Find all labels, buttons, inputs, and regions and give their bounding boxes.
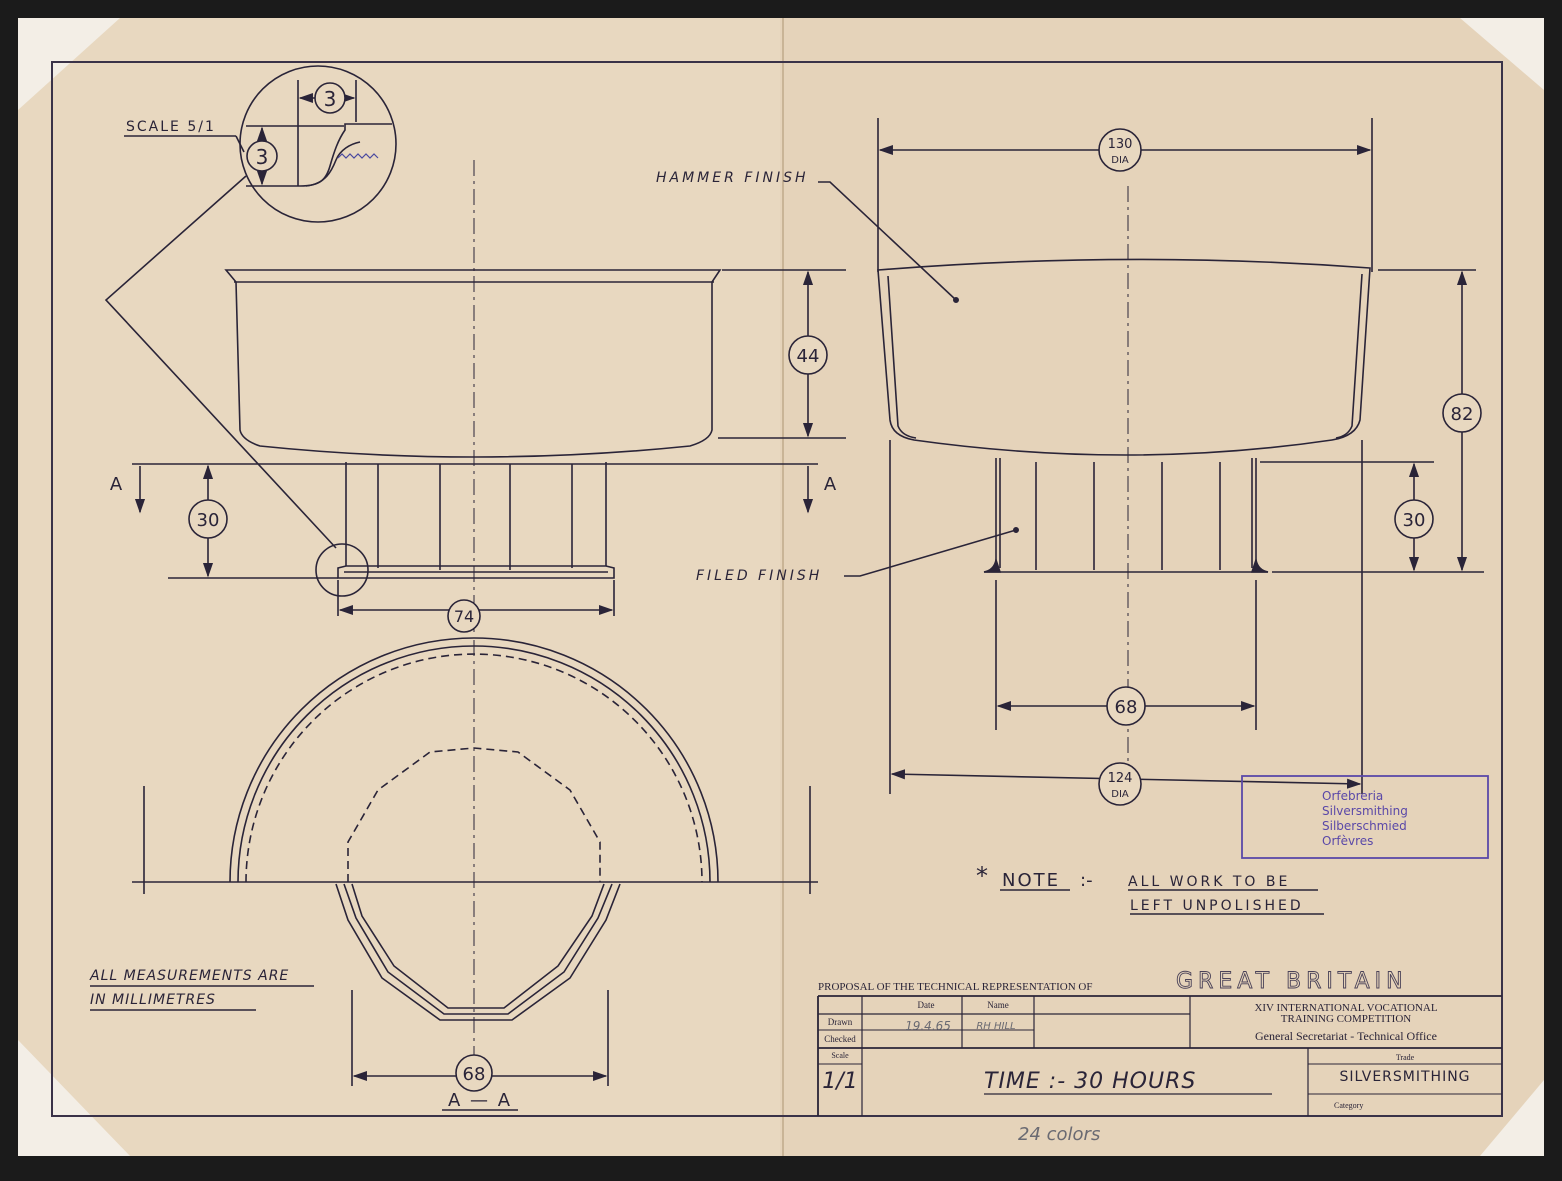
- section-label: A — A: [448, 1090, 512, 1111]
- corner-mount: [1460, 18, 1544, 90]
- border-frame: [51, 61, 1503, 1117]
- detail-leader: [104, 175, 337, 549]
- dim-68-right-label: 68: [1115, 697, 1138, 718]
- bubble-74: [447, 599, 481, 633]
- dim-68-plan-label: 68: [463, 1064, 486, 1085]
- hammer-finish-label: HAMMER FINISH: [656, 170, 808, 186]
- dim-130-unit: DIA: [1111, 155, 1129, 166]
- filed-finish-leader: [844, 529, 1017, 577]
- dim-30-left-label: 30: [197, 510, 220, 531]
- note-label: NOTE: [1002, 870, 1060, 891]
- date-header: Date: [918, 1000, 935, 1010]
- detail-dim-width: 3: [324, 87, 337, 111]
- foot-base: [337, 565, 615, 579]
- office: General Secretariat - Technical Office: [1255, 1029, 1437, 1043]
- detail-target-circle: [315, 543, 369, 597]
- plan-foot-polygon: [335, 883, 621, 1021]
- dim-82-label: 82: [1451, 404, 1474, 425]
- competition-line1: XIV INTERNATIONAL VOCATIONAL: [1254, 1002, 1437, 1014]
- foot-fillet: [983, 556, 1269, 573]
- measurements-line2: IN MILLIMETRES: [90, 992, 216, 1008]
- category-label: Category: [1334, 1101, 1363, 1110]
- bubble-124: [1098, 762, 1142, 806]
- filed-finish-dot: [1012, 526, 1019, 533]
- bowl-outline-left: [224, 269, 722, 458]
- scale-value: 1/1: [822, 1069, 857, 1094]
- detail-dim-height: 3: [256, 145, 269, 169]
- corner-mount: [18, 1040, 130, 1156]
- bubble-3-left: [246, 140, 278, 172]
- bubble-3-top: [314, 82, 346, 114]
- scale-header: Scale: [831, 1051, 849, 1060]
- hammer-finish-leader: [818, 181, 957, 301]
- country: GREAT BRITAIN: [1176, 969, 1408, 994]
- measurements-line1: ALL MEASUREMENTS ARE: [89, 968, 289, 984]
- bubble-44: [788, 335, 828, 375]
- bubble-30-left: [188, 499, 228, 539]
- detail-profile-inner: [305, 141, 361, 187]
- stamp-line-3: Orfèvres: [1322, 834, 1373, 848]
- proposal-label: PROPOSAL OF THE TECHNICAL REPRESENTATION…: [818, 981, 1092, 993]
- checked-label: Checked: [824, 1034, 856, 1044]
- note-line1: ALL WORK TO BE: [1128, 874, 1290, 890]
- drawn-name: RH HILL: [976, 1021, 1015, 1032]
- scale-label-leader: [235, 135, 245, 153]
- time-label: TIME :- 30 HOURS: [984, 1069, 1196, 1094]
- bowl-outline-right: [877, 258, 1371, 456]
- bubble-68-plan: [455, 1054, 493, 1092]
- dim-124-unit: DIA: [1111, 789, 1129, 800]
- note-dash: :-: [1080, 870, 1093, 891]
- trade-header: Trade: [1396, 1053, 1415, 1062]
- stamp-line-0: Orfebreria: [1322, 789, 1383, 803]
- title-block: [817, 995, 1502, 1116]
- competition-line2: TRAINING COMPETITION: [1281, 1013, 1412, 1025]
- section-marker-left: A: [110, 474, 123, 495]
- note-star: *: [976, 862, 988, 890]
- corner-mount: [18, 18, 120, 110]
- bubble-82: [1442, 393, 1482, 433]
- name-header: Name: [987, 1000, 1009, 1010]
- pencil-note: 24 colors: [1018, 1124, 1100, 1145]
- filed-finish-label: FILED FINISH: [696, 568, 822, 584]
- stamp-line-1: Silversmithing: [1322, 804, 1408, 818]
- bubble-30-right: [1394, 499, 1434, 539]
- section-marker-right: A: [824, 474, 837, 495]
- dim-124-label: 124: [1108, 771, 1133, 786]
- note-line2: LEFT UNPOLISHED: [1130, 898, 1304, 914]
- stamp-line-2: Silberschmied: [1322, 819, 1407, 833]
- dim-74-label: 74: [454, 607, 474, 626]
- bowl-wall-inner: [887, 273, 1363, 439]
- dim-30-right-label: 30: [1403, 510, 1426, 531]
- drawn-date: 19.4.65: [905, 1019, 951, 1033]
- trade-value: SILVERSMITHING: [1339, 1069, 1470, 1085]
- bubble-130: [1098, 128, 1142, 172]
- detail-hatching: [337, 153, 379, 159]
- drawn-label: Drawn: [828, 1017, 853, 1027]
- paper-shade: [780, 18, 1544, 1156]
- scale-label: SCALE 5/1: [126, 119, 216, 135]
- bubble-68-right: [1106, 686, 1146, 726]
- trade-stamp: [1241, 775, 1489, 859]
- dim-130-label: 130: [1108, 137, 1133, 152]
- hammer-finish-dot: [952, 296, 959, 303]
- dim-44-label: 44: [797, 346, 820, 367]
- plan-outer-arc: [229, 637, 719, 883]
- corner-mount: [1480, 1080, 1544, 1156]
